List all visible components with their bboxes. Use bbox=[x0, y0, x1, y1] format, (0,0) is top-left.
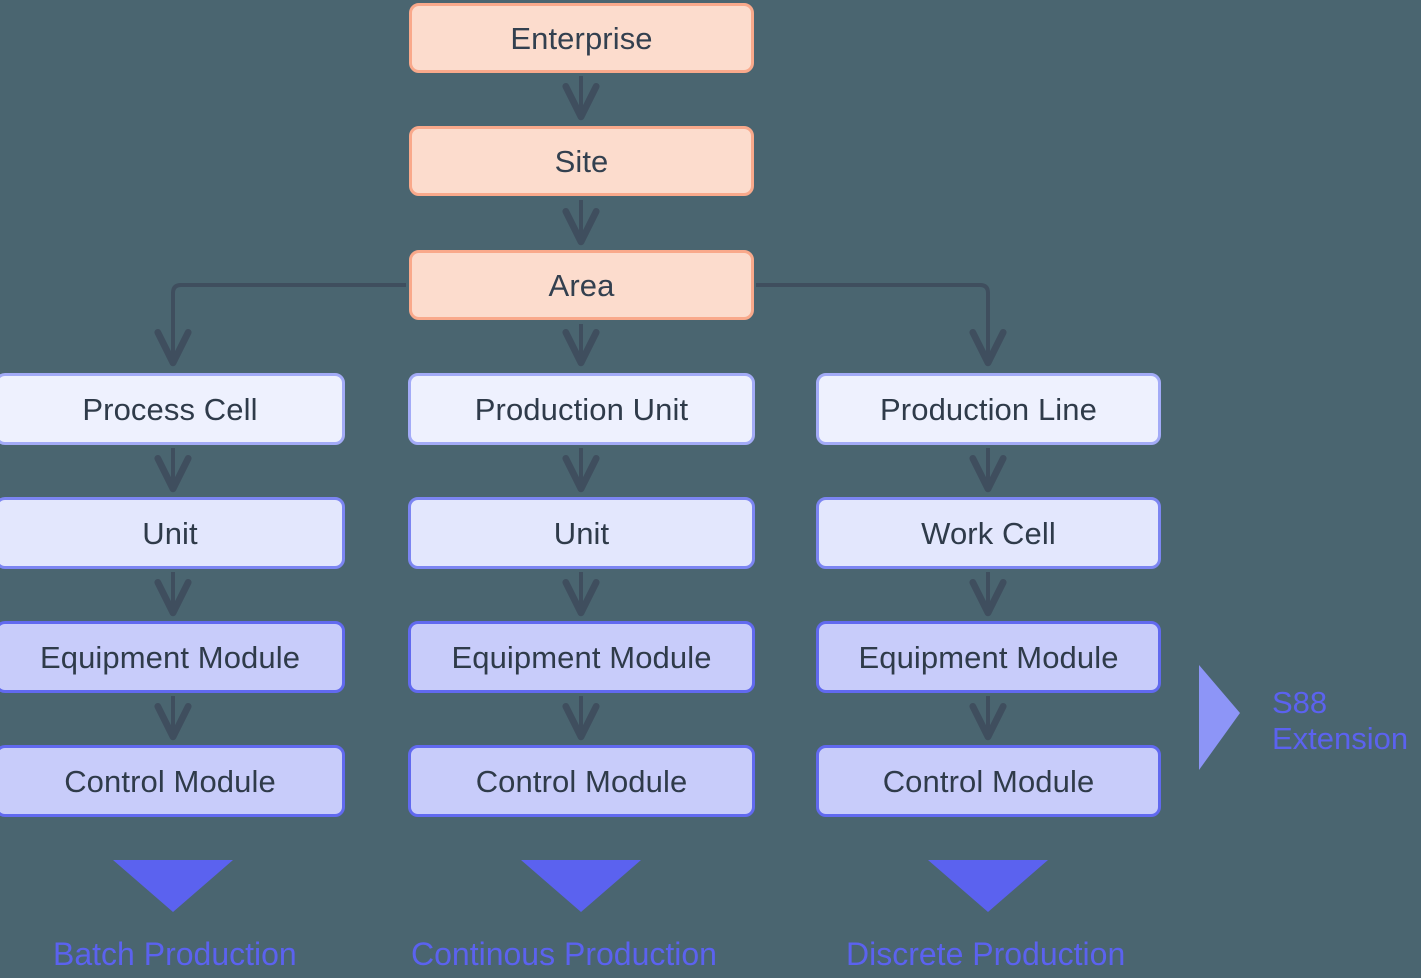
node-enterprise[interactable]: Enterprise bbox=[409, 3, 754, 73]
node-production-unit[interactable]: Production Unit bbox=[408, 373, 755, 445]
node-process-cell[interactable]: Process Cell bbox=[0, 373, 345, 445]
node-label: Equipment Module bbox=[451, 639, 712, 675]
outcome-arrow-continuous bbox=[521, 860, 641, 912]
s88-extension-chevron-icon bbox=[1199, 665, 1240, 770]
node-production-line[interactable]: Production Line bbox=[816, 373, 1161, 445]
s88-extension-label: S88 Extension bbox=[1272, 685, 1408, 757]
node-label: Process Cell bbox=[82, 391, 258, 427]
outcome-label-discrete: Discrete Production bbox=[846, 936, 1126, 972]
link-area-process-cell bbox=[154, 283, 406, 367]
link-area-production-line bbox=[756, 283, 1007, 367]
node-label: Control Module bbox=[64, 763, 276, 799]
outcome-arrow-batch bbox=[113, 860, 233, 912]
node-label: Control Module bbox=[475, 763, 688, 799]
node-control-module-continuous[interactable]: Control Module bbox=[408, 745, 755, 817]
outcome-label-batch: Batch Production bbox=[53, 936, 297, 972]
node-label: Equipment Module bbox=[39, 639, 301, 675]
outcome-arrow-discrete bbox=[928, 860, 1048, 912]
node-label: Work Cell bbox=[921, 515, 1056, 551]
node-work-cell[interactable]: Work Cell bbox=[816, 497, 1161, 569]
node-equipment-module-batch[interactable]: Equipment Module bbox=[0, 621, 345, 693]
s88-extension-line1: S88 bbox=[1272, 685, 1328, 720]
node-control-module-batch[interactable]: Control Module bbox=[0, 745, 345, 817]
node-equipment-module-discrete[interactable]: Equipment Module bbox=[816, 621, 1161, 693]
s88-extension-line2: Extension bbox=[1272, 720, 1409, 756]
outcome-label-continuous: Continous Production bbox=[411, 936, 717, 972]
node-site[interactable]: Site bbox=[409, 126, 754, 196]
node-unit-continuous[interactable]: Unit bbox=[408, 497, 755, 569]
node-label: Production Line bbox=[880, 391, 1097, 427]
node-label: Equipment Module bbox=[858, 639, 1119, 675]
node-control-module-discrete[interactable]: Control Module bbox=[816, 745, 1161, 817]
node-label: Unit bbox=[553, 515, 610, 551]
node-label: Enterprise bbox=[510, 20, 653, 56]
node-label: Area bbox=[548, 267, 615, 303]
node-label: Unit bbox=[142, 515, 198, 551]
node-label: Control Module bbox=[882, 763, 1095, 799]
outcome-arrow-group bbox=[113, 860, 1048, 912]
node-area[interactable]: Area bbox=[409, 250, 754, 320]
node-unit-batch[interactable]: Unit bbox=[0, 497, 345, 569]
node-label: Site bbox=[554, 143, 609, 179]
node-equipment-module-continuous[interactable]: Equipment Module bbox=[408, 621, 755, 693]
node-label: Production Unit bbox=[474, 391, 689, 427]
